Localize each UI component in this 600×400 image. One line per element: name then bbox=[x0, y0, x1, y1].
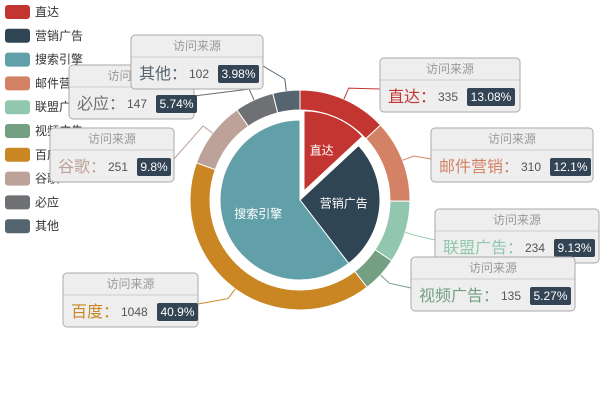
label-value: 102 bbox=[189, 67, 209, 81]
leader-line bbox=[402, 155, 432, 161]
legend-swatch bbox=[5, 76, 30, 91]
label-percent: 13.08% bbox=[471, 90, 512, 104]
label-category: 谷歌： bbox=[58, 158, 106, 176]
legend-label: 直达 bbox=[35, 5, 59, 19]
inner-slice-label: 搜索引擎 bbox=[234, 206, 282, 221]
label-category: 邮件营销： bbox=[439, 158, 519, 176]
label-category: 视频广告： bbox=[419, 287, 499, 305]
label-percent: 3.98% bbox=[221, 67, 255, 81]
legend-swatch bbox=[5, 52, 30, 67]
label-category: 其他： bbox=[139, 65, 187, 83]
label-value: 251 bbox=[108, 160, 128, 174]
leader-line bbox=[173, 125, 213, 160]
label-percent: 5.74% bbox=[159, 97, 193, 111]
inner-slice-e79bb4e8bebe[interactable] bbox=[303, 110, 364, 192]
leader-line bbox=[197, 288, 236, 305]
label-percent: 5.27% bbox=[533, 289, 567, 303]
label-category: 百度： bbox=[71, 303, 119, 321]
label-percent-badge bbox=[157, 303, 198, 321]
label-percent-badge bbox=[218, 65, 259, 83]
inner-slice-label: 营销广告 bbox=[320, 197, 368, 211]
inner-slice-e6909ce7b4a2e5bc95e6938e[interactable] bbox=[219, 119, 350, 281]
outer-ring bbox=[189, 89, 411, 311]
legend-swatch bbox=[5, 219, 30, 234]
legend-swatch bbox=[5, 171, 30, 186]
label-series-name: 访问来源 bbox=[106, 277, 154, 291]
inner-slice-e890a5e99480e5b9bfe5918a[interactable] bbox=[299, 144, 381, 265]
label-value: 335 bbox=[438, 90, 458, 104]
outer-slice-e88194e79b9fe5b9bfe5918a[interactable] bbox=[374, 200, 411, 262]
label-series-name: 访问来源 bbox=[488, 132, 536, 146]
label-percent-badge bbox=[550, 158, 591, 176]
legend-swatch bbox=[5, 5, 30, 19]
label-percent: 12.1% bbox=[553, 160, 587, 174]
label-series-name: 访问来源 bbox=[469, 261, 517, 275]
label-value: 147 bbox=[127, 97, 147, 111]
label-value: 310 bbox=[521, 160, 541, 174]
label-category: 联盟广告： bbox=[443, 239, 523, 257]
label-percent-badge bbox=[467, 88, 515, 106]
label-value: 135 bbox=[501, 289, 521, 303]
legend-item[interactable]: 搜索引擎 bbox=[5, 52, 83, 67]
leader-line bbox=[343, 87, 381, 100]
legend-swatch bbox=[5, 124, 30, 138]
legend-swatch bbox=[5, 100, 30, 115]
label-percent-badge bbox=[554, 239, 595, 257]
label-series-name: 访问来源 bbox=[173, 39, 221, 53]
label-category: 必应： bbox=[77, 94, 125, 113]
label-percent: 9.13% bbox=[557, 241, 591, 255]
label-category: 直达： bbox=[388, 88, 436, 106]
outer-slice-e585b6e4bb96[interactable] bbox=[272, 89, 301, 114]
legend-item[interactable]: 营销广告 bbox=[5, 28, 83, 43]
label-percent-badge bbox=[530, 287, 571, 305]
label-percent-badge bbox=[137, 158, 171, 176]
label-series-name: 访问来源 bbox=[426, 62, 474, 76]
inner-slice-label: 直达 bbox=[310, 144, 334, 158]
legend-item[interactable]: 其他 bbox=[5, 219, 59, 234]
leader-lines bbox=[173, 65, 436, 305]
label-percent: 9.8% bbox=[140, 160, 168, 174]
legend-item[interactable]: 必应 bbox=[5, 194, 59, 210]
legend-swatch bbox=[5, 147, 30, 162]
leader-line bbox=[193, 88, 255, 101]
legend-swatch bbox=[5, 195, 30, 210]
label-percent: 40.9% bbox=[160, 305, 194, 319]
legend-label: 搜索引擎 bbox=[35, 52, 83, 67]
legend-item[interactable]: 直达 bbox=[5, 5, 59, 19]
legend-label: 必应 bbox=[35, 194, 59, 209]
leader-line bbox=[262, 65, 287, 91]
legend-label: 营销广告 bbox=[35, 29, 83, 43]
label-percent-badge bbox=[156, 95, 197, 113]
legend-swatch bbox=[5, 28, 30, 43]
label-series-name: 访问来源 bbox=[493, 213, 541, 227]
leader-line bbox=[380, 274, 412, 289]
label-value: 1048 bbox=[121, 305, 148, 319]
label-value: 234 bbox=[525, 241, 545, 255]
label-series-name: 访问来源 bbox=[88, 132, 136, 146]
leader-line bbox=[405, 231, 436, 241]
legend-label: 其他 bbox=[35, 219, 59, 233]
